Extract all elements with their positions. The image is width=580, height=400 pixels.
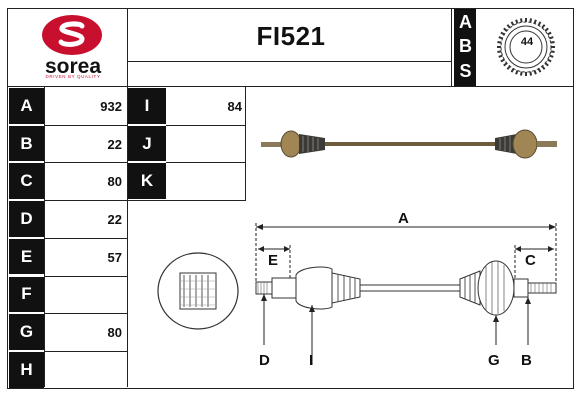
sorea-logo bbox=[40, 14, 104, 56]
abs-strip bbox=[454, 9, 476, 86]
dim-label-b: B bbox=[521, 352, 532, 369]
product-sheet-frame bbox=[7, 8, 574, 389]
brand-name: sorea bbox=[44, 55, 102, 78]
dim-key-i: I bbox=[128, 88, 166, 124]
dim-value-d: 22 bbox=[107, 212, 122, 228]
dim-key-k: K bbox=[128, 163, 166, 200]
dim-key-d: D bbox=[9, 201, 44, 237]
dim-key-c: C bbox=[9, 163, 44, 200]
dim-key-h: H bbox=[9, 351, 44, 388]
abs-letter-b: B bbox=[459, 35, 472, 56]
drive-shaft-photo bbox=[255, 118, 565, 170]
dim-key-b: B bbox=[9, 125, 44, 162]
dim-label-g: G bbox=[488, 352, 500, 369]
part-number: FI521 bbox=[256, 20, 326, 51]
abs-gear-icon bbox=[494, 18, 558, 76]
dim-label-d: D bbox=[259, 352, 270, 369]
dim-key-f: F bbox=[9, 276, 44, 313]
dim-key-j: J bbox=[128, 125, 166, 162]
dim-label-e: E bbox=[268, 252, 279, 269]
dim-label-i: I bbox=[309, 352, 314, 369]
dim-key-a: A bbox=[9, 88, 44, 124]
abs-letter-s: S bbox=[459, 60, 472, 81]
dim-key-e: E bbox=[9, 238, 44, 275]
dim-label-c: C bbox=[525, 252, 536, 269]
dim-value-g: 80 bbox=[107, 325, 122, 341]
sorea-logo-icon bbox=[42, 15, 102, 55]
dimension-diagram bbox=[150, 205, 570, 385]
brand-tagline: DRIVEN BY QUALITY bbox=[45, 74, 101, 79]
dim-value-a: 932 bbox=[100, 99, 122, 114]
dim-key-g: G bbox=[9, 314, 44, 350]
dim-value-i: 84 bbox=[227, 99, 242, 114]
dim-value-c: 80 bbox=[107, 174, 122, 190]
dim-value-b: 22 bbox=[107, 136, 122, 152]
dim-label-a: A bbox=[398, 210, 409, 227]
abs-letter-a: A bbox=[459, 11, 472, 32]
abs-teeth-count: 44 bbox=[520, 36, 534, 48]
dim-value-e: 57 bbox=[107, 249, 122, 265]
